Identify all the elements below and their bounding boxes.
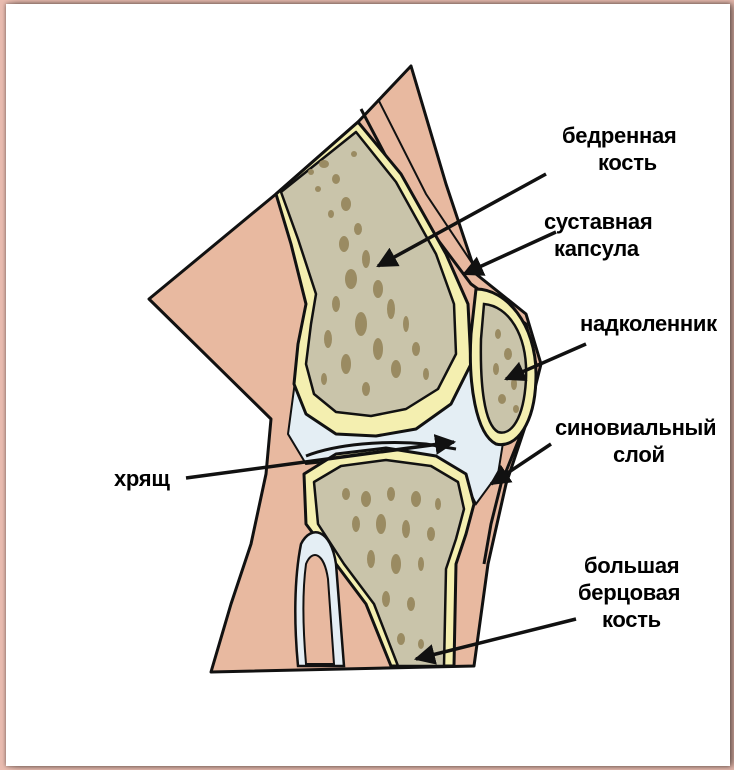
label-tibia-line3: кость: [584, 606, 680, 633]
diagram-frame: бедренная кость суставная капсула надкол…: [6, 4, 730, 766]
arrow-capsule: [464, 232, 556, 274]
label-cartilage-text: хрящ: [114, 465, 170, 492]
label-tibia: большая берцовая кость: [584, 552, 680, 633]
label-tibia-line2: берцовая: [578, 579, 680, 606]
label-femur: бедренная кость: [562, 122, 676, 176]
label-cartilage: хрящ: [114, 465, 170, 492]
label-synovial-line2: слой: [555, 441, 716, 468]
label-capsule: суставная капсула: [544, 208, 652, 262]
label-synovial-line1: синовиальный: [555, 414, 716, 441]
knee-joint-diagram: [6, 4, 734, 770]
label-patella-text: надколенник: [580, 310, 717, 337]
label-capsule-line2: капсула: [544, 235, 652, 262]
label-femur-line2: кость: [562, 149, 676, 176]
label-capsule-line1: суставная: [544, 208, 652, 235]
label-femur-line1: бедренная: [562, 122, 676, 149]
label-synovial: синовиальный слой: [555, 414, 716, 468]
label-patella: надколенник: [580, 310, 717, 337]
label-tibia-line1: большая: [584, 552, 680, 579]
